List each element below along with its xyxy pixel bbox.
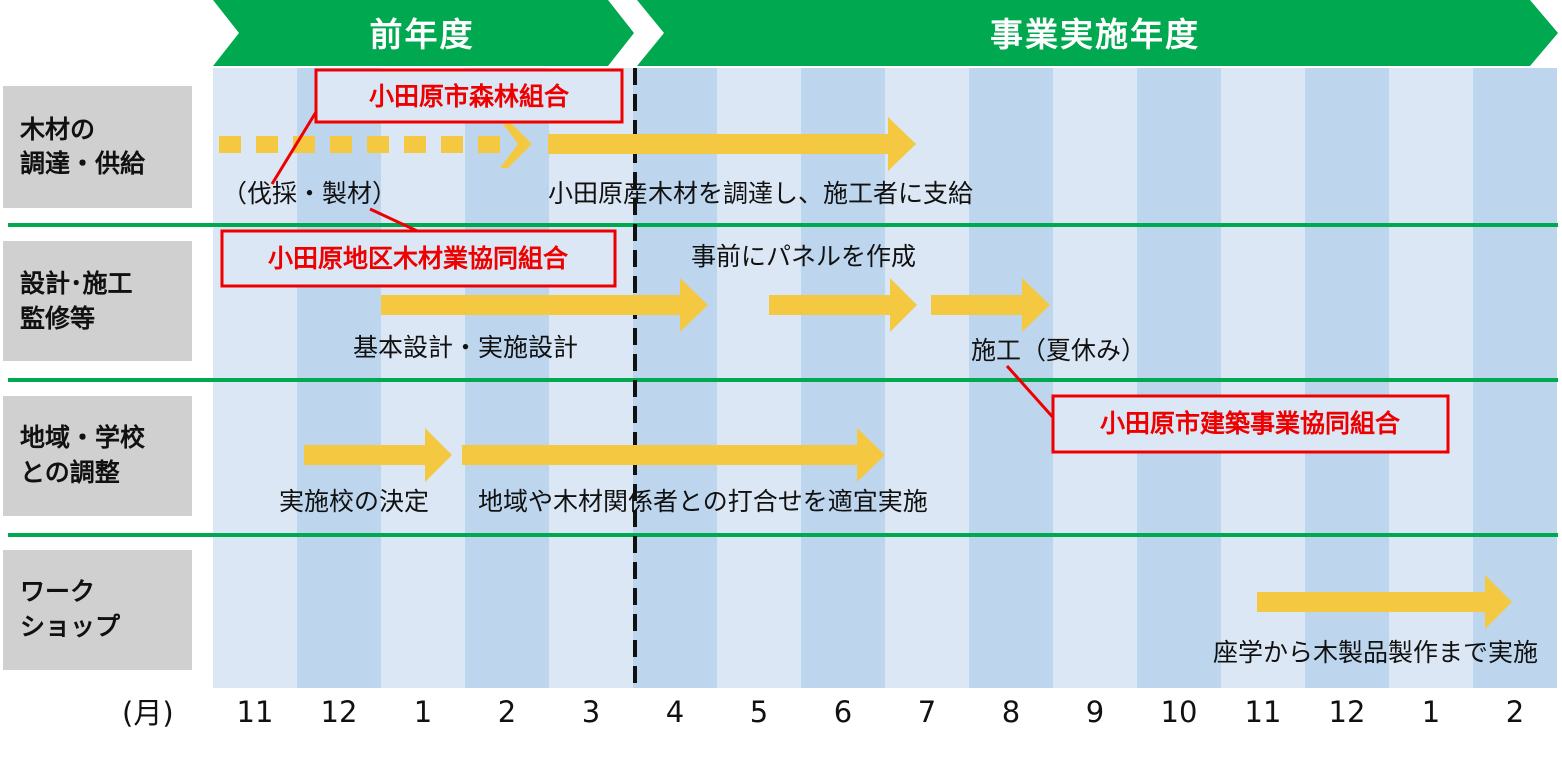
phase-implementation-label: 事業実施年度 [990, 15, 1200, 54]
month-tick-label: 8 [1002, 695, 1020, 729]
row-label-box [3, 550, 192, 670]
supply-note: 小田原産木材を調達し、施工者に支給 [548, 179, 973, 208]
phase-implementation-chevron [637, 0, 1558, 66]
school-decision-note: 実施校の決定 [279, 487, 429, 516]
design-note: 基本設計・実施設計 [353, 333, 578, 362]
month-tick-label: 11 [237, 695, 274, 729]
workshop-arrow [1257, 575, 1512, 629]
row-label-line: ワーク [20, 577, 95, 606]
phase-header: 前年度 事業実施年度 [213, 0, 1558, 66]
month-tick-label: 12 [1329, 695, 1366, 729]
construction-coop-box [1051, 394, 1450, 454]
row-label-box [3, 86, 192, 208]
organization-boxes: 小田原市森林組合 小田原地区木材業協同組合 小田原市建築事業協同組合 [220, 68, 1450, 454]
design-arrow [381, 278, 708, 332]
month-tick-label: 2 [1506, 695, 1524, 729]
month-tick-label: 10 [1161, 695, 1198, 729]
forest-coop-label: 小田原市森林組合 [369, 82, 570, 111]
timber-coop-box [220, 229, 617, 288]
row-label-line: との調整 [20, 458, 120, 487]
month-unit-label: (月) [122, 696, 174, 730]
arrows [219, 117, 1512, 629]
month-tick-label: 9 [1086, 695, 1104, 729]
supply-arrow [548, 117, 916, 171]
month-tick-label: 5 [750, 695, 768, 729]
row-label-line: 設計･施工 [20, 269, 133, 298]
phase-previous-year-label: 前年度 [370, 15, 475, 54]
workshop-note: 座学から木製品製作まで実施 [1213, 638, 1538, 667]
panel-note: 事前にパネルを作成 [691, 242, 916, 271]
row-label-box [3, 241, 192, 361]
month-tick-label: 7 [918, 695, 936, 729]
row-label-box [3, 396, 192, 516]
school-decision-arrow [304, 428, 452, 482]
forest-coop-box [314, 68, 624, 124]
logging-note: （伐採・製材） [222, 179, 397, 208]
month-tick-label: 4 [666, 695, 684, 729]
notes: （伐採・製材） 小田原産木材を調達し、施工者に支給 事前にパネルを作成 基本設計… [222, 179, 1538, 667]
timber-coop-label: 小田原地区木材業協同組合 [268, 244, 569, 273]
forest-coop-connector [270, 111, 318, 185]
phase-previous-year-chevron [213, 0, 634, 66]
panel-arrow [769, 278, 917, 332]
row-label-line: 調達・供給 [20, 149, 146, 178]
row-label-line: ショップ [20, 612, 121, 641]
month-tick-label: 2 [498, 695, 516, 729]
construction-coop-connector [1005, 364, 1060, 425]
month-tick-label: 3 [582, 695, 600, 729]
construction-coop-label: 小田原市建築事業協同組合 [1100, 409, 1401, 438]
construction-arrow [931, 278, 1050, 332]
meetings-note: 地域や木材関係者との打合せを適宜実施 [478, 487, 928, 516]
month-tick-label: 1 [414, 695, 432, 729]
row-label-line: 監修等 [20, 304, 95, 333]
row-label-line: 木材の [19, 115, 95, 144]
row-label-line: 地域・学校 [20, 423, 146, 452]
row-dividers [8, 223, 1558, 537]
row-labels: 木材の 調達・供給 設計･施工 監修等 地域・学校 との調整 ワーク ショップ [3, 86, 192, 670]
month-tick-label: 12 [321, 695, 358, 729]
meetings-arrow [462, 428, 885, 482]
month-tick-label: 11 [1245, 695, 1282, 729]
logging-dotted-arrow [219, 120, 532, 168]
construction-note: 施工（夏休み） [971, 336, 1146, 365]
month-tick-label: 1 [1422, 695, 1440, 729]
month-tick-label: 6 [834, 695, 852, 729]
